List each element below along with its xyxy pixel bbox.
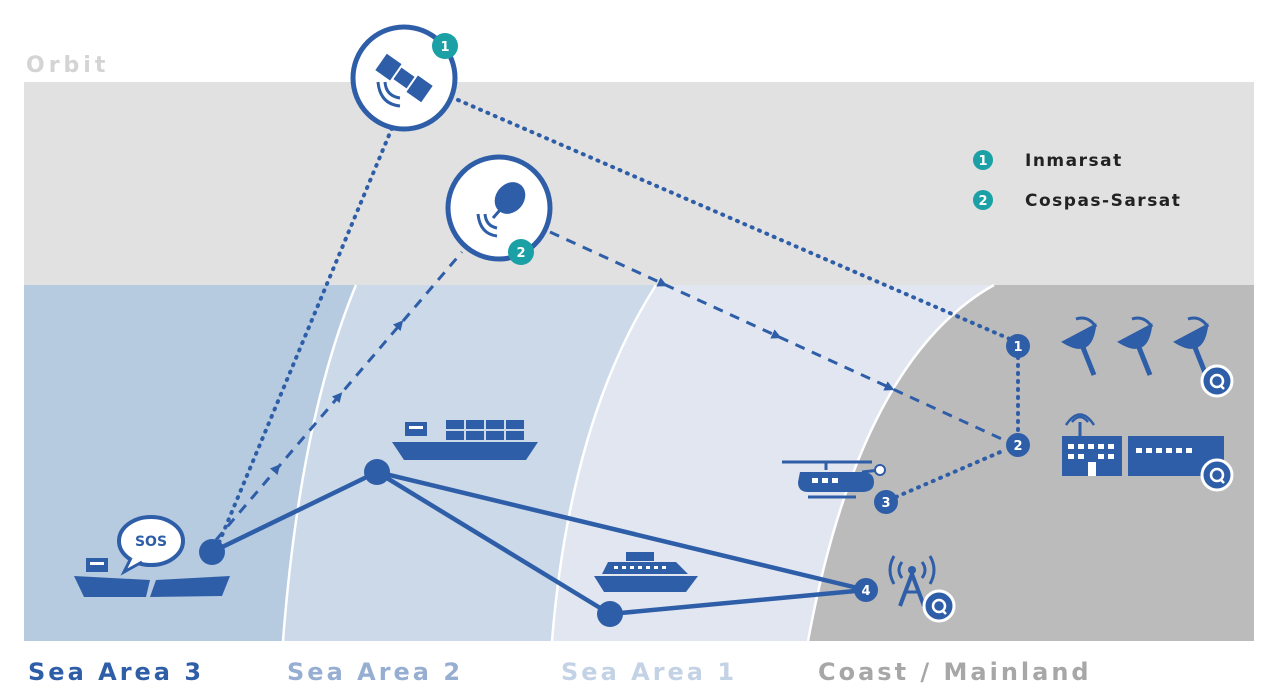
inmarsat-downlink (456, 98, 1014, 342)
satellite-dish-icon (1117, 316, 1154, 376)
legend-label-inmarsat: Inmarsat (1025, 151, 1123, 171)
node-cargo-ship (364, 459, 390, 485)
ground-station-cospas-badge (1006, 433, 1030, 457)
legend-badge-2 (973, 190, 993, 210)
satellite-icon (375, 53, 433, 103)
coast-radio-number: 4 (861, 584, 870, 599)
ground-station-inmarsat-badge (1006, 334, 1030, 358)
cargo-ship-icon (392, 420, 538, 460)
beacon-satellite-icon (476, 182, 526, 238)
satellite-dish-icon (1061, 316, 1098, 376)
legend: 1 Inmarsat 2 Cospas-Sarsat (973, 150, 1181, 211)
mainland-zone (808, 285, 1254, 641)
coast-mainland-label: Coast / Mainland (818, 658, 1092, 686)
inmarsat-badge (432, 33, 458, 59)
sea-area-2-label: Sea Area 2 (287, 658, 463, 686)
sos-text: SOS (135, 534, 167, 550)
orbit-label: Orbit (26, 53, 109, 78)
helicopter-link-number: 3 (881, 496, 890, 511)
satellite-dish-icon (1173, 316, 1210, 376)
cospas-sarsat-satellite: 2 (445, 154, 553, 265)
ground-station-inmarsat-number: 1 (1013, 340, 1022, 355)
coast-radio-badge (854, 578, 878, 602)
passenger-ferry-icon (594, 552, 698, 592)
chat-bubble-icon (922, 589, 956, 623)
radio-tower-icon (888, 555, 936, 607)
legend-number-1: 1 (978, 154, 987, 169)
legend-label-cospas-sarsat: Cospas-Sarsat (1025, 191, 1181, 211)
vhf-relay-links (211, 469, 867, 617)
chat-bubble-icon (1200, 364, 1234, 398)
orbit-band (24, 82, 1254, 285)
node-distress (199, 539, 225, 565)
sea-area-3-label: Sea Area 3 (28, 658, 204, 686)
distress-ship-icon (74, 558, 230, 597)
cospas-badge (508, 239, 534, 265)
legend-badge-1 (973, 150, 993, 170)
node-ferry (597, 601, 623, 627)
cospas-downlink (549, 230, 1005, 442)
vhf-direct-link (376, 469, 867, 593)
helicopter-link-badge (874, 490, 898, 514)
inmarsat-badge-number: 1 (440, 40, 449, 55)
sea-area-1-label: Sea Area 1 (561, 658, 737, 686)
helicopter-icon (782, 460, 886, 499)
rescue-center-building-icon (1062, 413, 1224, 476)
helicopter-link (894, 448, 1007, 499)
ground-station-cospas-number: 2 (1013, 439, 1022, 454)
cospas-badge-number: 2 (516, 246, 525, 261)
zone-divider-3 (806, 283, 995, 642)
chat-bubble-icon (1200, 458, 1234, 492)
inmarsat-satellite: 1 (350, 24, 458, 132)
legend-number-2: 2 (978, 194, 987, 209)
sos-speech-bubble: SOS (117, 515, 185, 576)
